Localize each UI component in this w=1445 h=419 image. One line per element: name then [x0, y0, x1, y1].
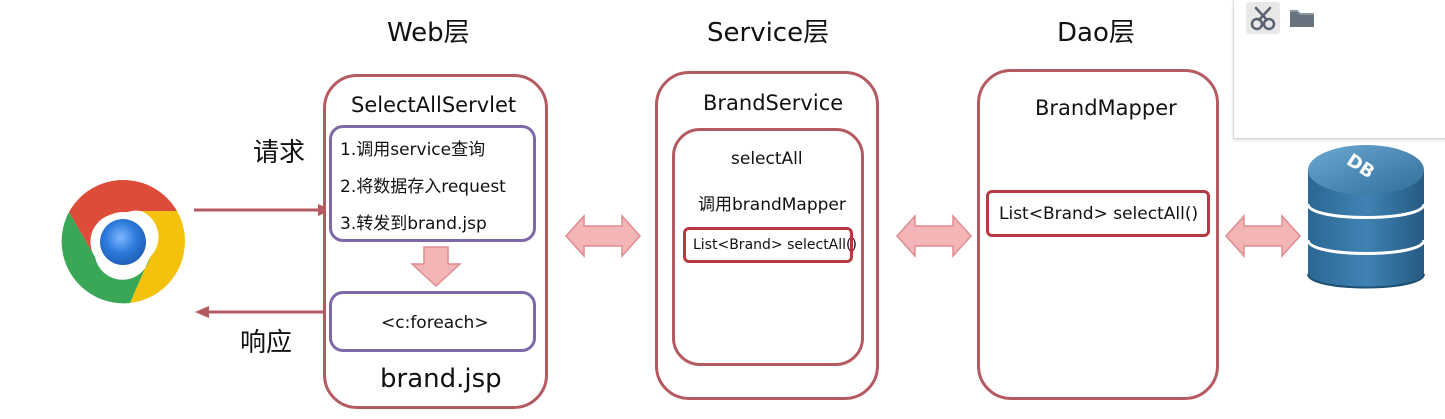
service-layer-title: Service层: [707, 18, 830, 48]
response-label: 响应: [240, 328, 293, 358]
toolbar-panel: [1233, 0, 1445, 139]
service-dao-arrow: [895, 214, 973, 258]
request-label: 请求: [253, 138, 306, 168]
scissors-icon: [1250, 6, 1276, 31]
folder-icon: [1290, 10, 1314, 27]
servlet-step-1: 1.调用service查询: [340, 140, 486, 160]
brandservice-title: BrandService: [703, 91, 844, 115]
brandmapper-title: BrandMapper: [1035, 96, 1177, 120]
database-icon: [1306, 142, 1426, 307]
servlet-step-2: 2.将数据存入request: [340, 177, 506, 197]
dao-method-signature: List<Brand> selectAll(): [999, 204, 1199, 224]
dao-db-arrow: [1224, 214, 1302, 258]
selectall-title: selectAll: [731, 149, 803, 169]
dao-layer-title: Dao层: [1057, 18, 1135, 48]
foreach-box: [329, 291, 536, 352]
servlet-title: SelectAllServlet: [351, 93, 517, 117]
folder-button[interactable]: [1285, 2, 1319, 34]
web-service-arrow: [564, 214, 642, 258]
chrome-icon: [58, 177, 188, 307]
web-layer-title: Web层: [387, 18, 470, 48]
servlet-step-3: 3.转发到brand.jsp: [340, 214, 487, 234]
response-arrow: [195, 306, 332, 318]
servlet-steps-box: [329, 125, 536, 242]
call-brandmapper-text: 调用brandMapper: [698, 195, 846, 215]
forward-down-arrow: [410, 246, 462, 288]
dao-method-box: [986, 190, 1210, 237]
service-method-box: [683, 227, 853, 263]
foreach-text: <c:foreach>: [381, 313, 489, 333]
jsp-title: brand.jsp: [380, 364, 502, 394]
scissors-button[interactable]: [1246, 2, 1280, 34]
request-arrow: [194, 204, 332, 216]
service-method-signature: List<Brand> selectAll(): [693, 237, 857, 253]
